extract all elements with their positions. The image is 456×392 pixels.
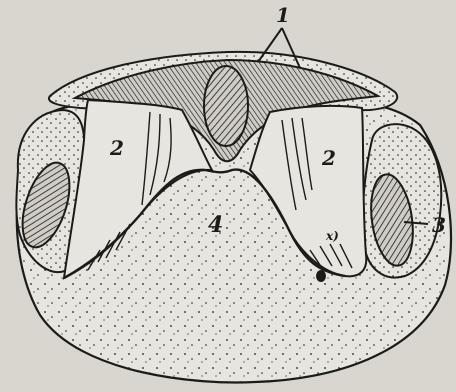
label-4: 4 bbox=[208, 212, 223, 238]
label-1: 1 bbox=[276, 3, 290, 27]
central-hatched-oval bbox=[204, 66, 248, 146]
label-2-right: 2 bbox=[321, 146, 336, 170]
label-x: x) bbox=[325, 229, 339, 243]
label-3: 3 bbox=[432, 213, 446, 237]
label-2-left: 2 bbox=[109, 136, 124, 160]
small-black-dot bbox=[316, 270, 326, 282]
